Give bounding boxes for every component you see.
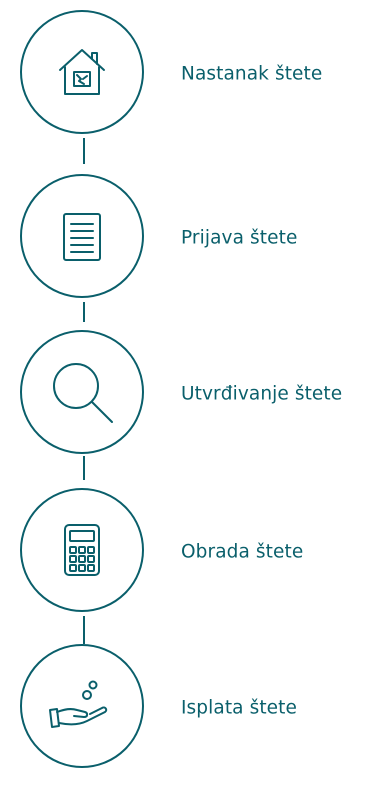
step-damage-occurrence: Nastanak štete (20, 10, 384, 138)
step-label: Prijava štete (181, 227, 298, 249)
document-icon (63, 213, 101, 261)
connector-line (83, 138, 85, 164)
step-label: Obrada štete (181, 541, 304, 563)
step-circle (20, 330, 144, 454)
step-damage-assessment: Utvrđivanje štete (20, 330, 384, 458)
step-damage-processing: Obrada štete (20, 488, 384, 616)
step-damage-report: Prijava štete (20, 174, 384, 302)
step-circle (20, 10, 144, 134)
step-circle (20, 174, 144, 298)
calculator-icon (64, 524, 100, 576)
magnifier-icon (53, 363, 113, 423)
connector-line (83, 302, 85, 322)
step-circle (20, 644, 144, 768)
connector-line (83, 616, 85, 644)
hand-coins-icon (49, 680, 108, 728)
damaged-house-icon (59, 49, 105, 95)
step-label: Nastanak štete (181, 63, 323, 85)
connector-line (83, 456, 85, 480)
step-label: Utvrđivanje štete (181, 383, 343, 405)
step-circle (20, 488, 144, 612)
step-label: Isplata štete (181, 697, 297, 719)
step-damage-payout: Isplata štete (20, 644, 384, 772)
